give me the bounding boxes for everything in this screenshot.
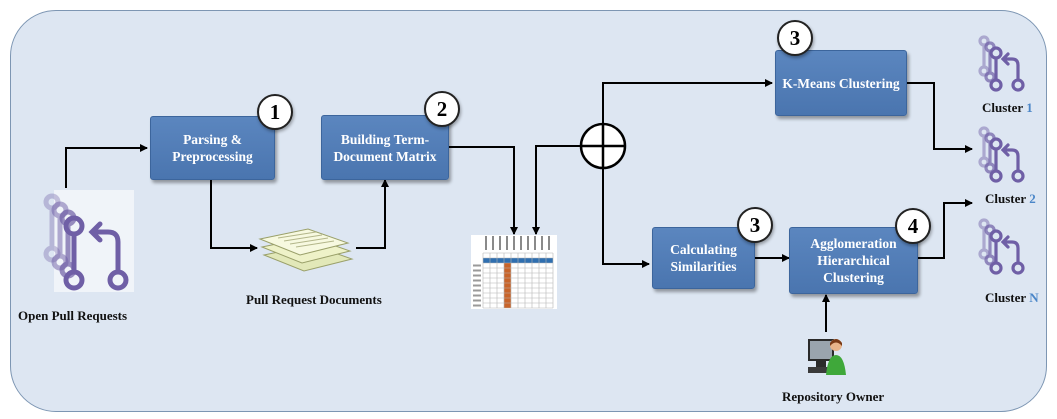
arrow-combine-to-kmeans bbox=[602, 79, 773, 123]
agglomeration-line1: Agglomeration bbox=[810, 236, 897, 251]
cluster-2-icon bbox=[978, 126, 1025, 183]
open-pull-requests-label: Open Pull Requests bbox=[18, 308, 128, 323]
cluster-n-prefix: Cluster bbox=[985, 290, 1030, 305]
arrow-agglomeration-to-clusterN bbox=[918, 199, 973, 259]
cluster-1-icon bbox=[978, 35, 1025, 92]
circled-plus-icon bbox=[579, 122, 627, 170]
cluster-n-id: N bbox=[1029, 290, 1039, 305]
arrow-building-to-matrix bbox=[449, 146, 518, 235]
building-line2: Document Matrix bbox=[333, 148, 437, 164]
document-stack-icon bbox=[258, 228, 354, 272]
term-document-matrix-icon bbox=[471, 235, 557, 309]
arrow-parsing-to-docs bbox=[210, 180, 258, 252]
repository-owner-label: Repository Owner bbox=[782, 389, 885, 404]
cluster-1-prefix: Cluster bbox=[982, 100, 1027, 115]
similarities-box: Calculating Similarities bbox=[652, 227, 755, 289]
agglomeration-line2: Hierarchical bbox=[817, 253, 890, 268]
kmeans-label: K-Means Clustering bbox=[782, 75, 900, 91]
parsing-line2: Preprocessing bbox=[172, 149, 253, 164]
cluster-1-id: 1 bbox=[1026, 100, 1033, 115]
cluster-2-label: Cluster 2 bbox=[985, 191, 1036, 207]
cluster-n-label: Cluster N bbox=[985, 290, 1039, 306]
similarities-line1: Calculating bbox=[670, 242, 737, 257]
agglomeration-line3: Clustering bbox=[823, 270, 884, 285]
arrow-combine-to-matrix bbox=[532, 145, 580, 235]
git-pull-request-icon bbox=[43, 190, 134, 292]
arrow-prs-to-parsing bbox=[65, 144, 148, 188]
step-1-badge: 1 bbox=[257, 94, 293, 130]
kmeans-box: K-Means Clustering bbox=[775, 50, 907, 116]
agglomeration-box: Agglomeration Hierarchical Clustering bbox=[789, 227, 918, 294]
pull-request-documents-label: Pull Request Documents bbox=[246, 292, 382, 307]
arrow-kmeans-to-cluster2 bbox=[907, 82, 973, 153]
cluster-1-label: Cluster 1 bbox=[982, 100, 1033, 116]
step-3-similarities-badge: 3 bbox=[737, 207, 773, 243]
cluster-n-icon bbox=[978, 218, 1025, 275]
cluster-2-prefix: Cluster bbox=[985, 191, 1030, 206]
similarities-line2: Similarities bbox=[670, 259, 737, 274]
step-4-badge: 4 bbox=[895, 208, 931, 244]
building-line1: Building Term- bbox=[340, 131, 430, 147]
building-matrix-box: Building Term- Document Matrix bbox=[321, 115, 449, 180]
arrow-docs-to-building bbox=[356, 179, 389, 249]
step-2-badge: 2 bbox=[424, 91, 460, 127]
arrow-combine-to-similarities bbox=[602, 169, 650, 268]
step-3-kmeans-badge: 3 bbox=[777, 20, 813, 56]
parsing-preprocessing-box: Parsing & Preprocessing bbox=[150, 116, 275, 180]
user-at-computer-icon bbox=[808, 339, 846, 375]
cluster-2-id: 2 bbox=[1029, 191, 1036, 206]
parsing-line1: Parsing & bbox=[183, 132, 242, 147]
